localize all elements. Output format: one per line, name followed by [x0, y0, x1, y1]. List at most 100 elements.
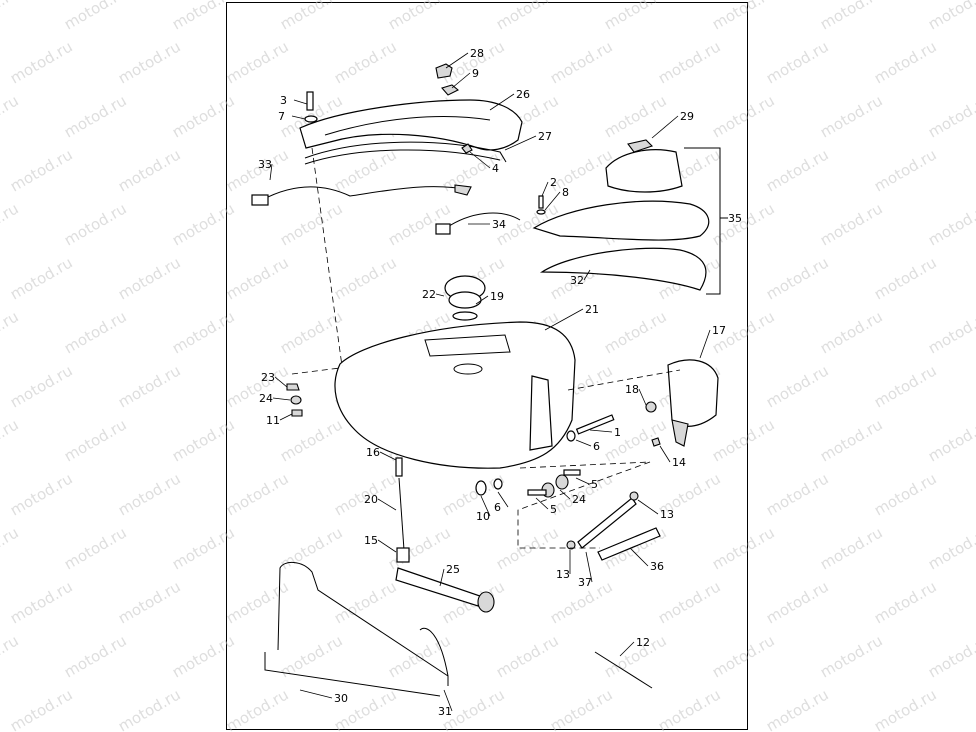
part-2-stud	[538, 195, 544, 209]
callout-6: 6	[494, 501, 501, 514]
part-33-harness	[261, 186, 471, 201]
part-30-rod	[277, 562, 449, 677]
watermark-text: motod.ru	[223, 577, 292, 627]
callout-leader	[293, 99, 308, 105]
callout-leader	[544, 308, 584, 331]
watermark-text: motod.ru	[223, 469, 292, 519]
watermark-text: motod.ru	[493, 631, 562, 681]
callout-18: 18	[625, 383, 639, 396]
watermark-text: motod.ru	[763, 577, 832, 627]
watermark-text: motod.ru	[0, 523, 22, 573]
part-35-panel	[532, 200, 710, 241]
part-21-console-mount	[424, 334, 511, 357]
callout-leader	[585, 551, 593, 583]
part-35-upper-cover	[605, 149, 683, 193]
part-12-tie	[594, 651, 653, 689]
part-37-hose	[577, 497, 637, 549]
part-27-strip-lower	[304, 149, 501, 165]
watermark-text: motod.ru	[709, 415, 778, 465]
watermark-text: motod.ru	[331, 577, 400, 627]
callout-leader	[299, 689, 333, 699]
part-32-gasket	[539, 247, 707, 291]
part-34-connector	[435, 223, 451, 235]
watermark-text: motod.ru	[709, 91, 778, 141]
part-24-nut-left	[290, 395, 302, 405]
watermark-text: motod.ru	[0, 91, 22, 141]
callout-6: 6	[593, 440, 600, 453]
watermark-text: motod.ru	[763, 145, 832, 195]
callout-leader	[443, 689, 453, 712]
part-36-sleeve	[597, 527, 661, 561]
callout-leader	[451, 72, 471, 89]
callout-layer: 1234556678910111213131415161718192021222…	[258, 47, 742, 718]
callout-leader	[535, 497, 549, 510]
callout-leader	[544, 191, 561, 211]
watermark-text: motod.ru	[871, 577, 940, 627]
watermark-text: motod.ru	[655, 685, 724, 732]
watermark-text: motod.ru	[817, 91, 886, 141]
watermark-text: motod.ru	[277, 523, 346, 573]
part-6-washer-lower	[493, 478, 503, 490]
part-5-bolt	[527, 489, 547, 496]
callout-34: 34	[492, 218, 506, 231]
callout-leader	[589, 429, 613, 433]
callout-leader	[269, 163, 273, 181]
part-34-harness	[445, 212, 521, 229]
callout-24: 24	[572, 493, 586, 506]
watermark-text: motod.ru	[61, 523, 130, 573]
watermark-text: motod.ru	[925, 91, 976, 141]
watermark-text: motod.ru	[709, 0, 778, 33]
part-24-nut-upper	[555, 474, 569, 490]
watermark-text: motod.ru	[763, 469, 832, 519]
watermark-text: motod.ru	[871, 37, 940, 87]
callout-17: 17	[712, 324, 726, 337]
part-26-detail	[324, 116, 491, 136]
callout-leader	[619, 641, 635, 657]
watermark-text: motod.ru	[817, 523, 886, 573]
callout-leader	[637, 499, 659, 515]
part-21-fuel-tank	[334, 321, 576, 469]
part-6-washer	[566, 430, 576, 442]
watermark-text: motod.ru	[115, 577, 184, 627]
callout-leader	[575, 477, 590, 485]
watermark-text: motod.ru	[61, 0, 130, 33]
callout-24: 24	[259, 392, 273, 405]
watermark-text: motod.ru	[115, 37, 184, 87]
watermark-text: motod.ru	[61, 631, 130, 681]
callout-leader	[377, 498, 397, 511]
callout-36: 36	[650, 560, 664, 573]
part-9-nut	[441, 84, 459, 96]
callout-leader	[291, 115, 306, 120]
watermark-text: motod.ru	[0, 0, 22, 33]
diagram-frame	[226, 2, 748, 730]
watermark-text: motod.ru	[169, 307, 238, 357]
callout-5: 5	[550, 503, 557, 516]
callout-3: 3	[280, 94, 287, 107]
part-10-bushing	[475, 480, 487, 496]
part-28-clip	[435, 63, 453, 79]
watermark-text: motod.ru	[547, 37, 616, 87]
watermark-text: motod.ru	[7, 685, 76, 732]
watermark-text: motod.ru	[871, 361, 940, 411]
callout-leader	[629, 547, 649, 567]
watermark-text: motod.ru	[169, 91, 238, 141]
parts-layer	[251, 63, 719, 689]
watermark-text: motod.ru	[817, 307, 886, 357]
watermark-text: motod.ru	[7, 361, 76, 411]
watermark-text: motod.ru	[817, 415, 886, 465]
watermark-text: motod.ru	[601, 307, 670, 357]
callout-leader	[575, 439, 592, 447]
callout-35: 35	[728, 212, 742, 225]
callout-21: 21	[585, 303, 599, 316]
watermark-text: motod.ru	[817, 631, 886, 681]
callout-leader	[638, 388, 647, 406]
callout-10: 10	[476, 510, 490, 523]
watermark-text: motod.ru	[871, 469, 940, 519]
part-4-clip	[461, 143, 473, 154]
part-26-console	[299, 99, 523, 151]
watermark-text: motod.ru	[115, 469, 184, 519]
watermark-text: motod.ru	[277, 631, 346, 681]
watermark-text: motod.ru	[223, 253, 292, 303]
callout-14: 14	[672, 456, 686, 469]
